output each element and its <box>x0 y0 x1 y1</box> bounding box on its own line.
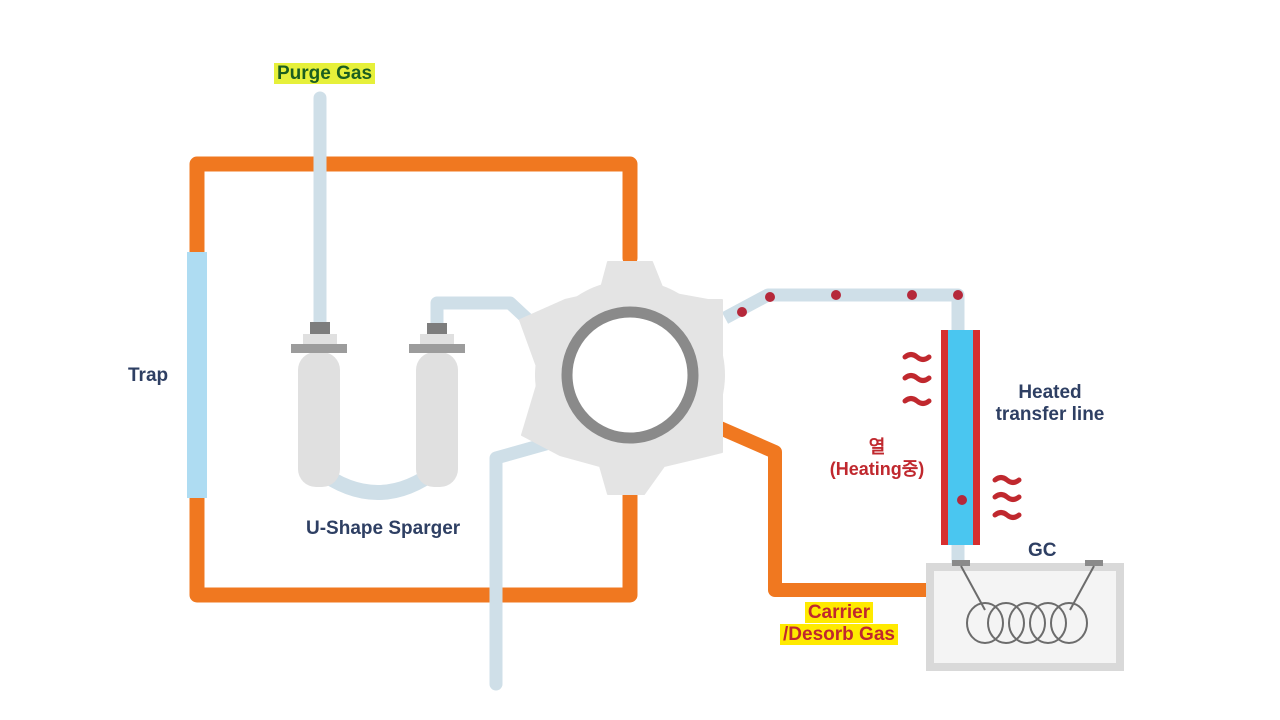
gc-oven-body <box>926 563 1124 671</box>
carrier-gas-text2: /Desorb Gas <box>780 624 898 645</box>
sparger-left-fitting <box>310 322 330 334</box>
gc-inlet-port <box>952 560 970 566</box>
sparger-left-tube <box>298 352 340 487</box>
gc-column-lead-out <box>1069 565 1095 611</box>
heat-kr-label: 열 <box>868 437 886 457</box>
gc-column-coil <box>966 602 1088 644</box>
heater-right <box>973 330 980 545</box>
heating-label: 열 (Heating중) <box>826 436 928 480</box>
sparger-right-neck <box>420 334 454 344</box>
purge-gas-text: Purge Gas <box>274 63 376 84</box>
valve-ring <box>561 306 699 444</box>
droplet <box>831 290 841 300</box>
u-shape-sparger-label: U-Shape Sparger <box>306 518 461 539</box>
u-shape-sparger <box>291 322 465 500</box>
carrier-gas-label-line2: /Desorb Gas <box>778 624 900 646</box>
heating-status-label: (Heating중) <box>829 459 925 479</box>
purge-gas-label: Purge Gas <box>274 63 376 85</box>
sparger-right-fitting <box>427 323 447 335</box>
droplet <box>737 307 747 317</box>
six-port-valve <box>519 261 725 495</box>
gc-outlet-port <box>1085 560 1103 566</box>
gc-label: GC <box>1028 540 1057 561</box>
carrier-gas-text1: Carrier <box>804 602 874 623</box>
droplet <box>765 292 775 302</box>
carrier-gas-label: Carrier /Desorb Gas <box>778 602 900 646</box>
carrier-gas-label-line1: Carrier <box>778 602 900 624</box>
trap-tube-fill <box>187 252 207 498</box>
heater-left <box>941 330 948 545</box>
transfer-line-core <box>948 330 973 545</box>
sparger-right-tube <box>416 352 458 487</box>
gc-oven <box>926 560 1124 671</box>
transfer-line-tube <box>721 288 965 564</box>
sparger-left-cap <box>291 344 347 353</box>
heated-transfer-line-label: Heated transfer line <box>991 382 1109 426</box>
heated-transfer-line-label-line2: transfer line <box>995 404 1105 425</box>
heated-transfer-line-label-line1: Heated <box>1018 382 1082 403</box>
vent-tube <box>489 433 567 691</box>
droplet <box>957 495 967 505</box>
droplet <box>953 290 963 300</box>
droplet <box>907 290 917 300</box>
analyte-droplets <box>737 290 967 505</box>
heated-transfer-line <box>941 330 980 545</box>
sparger-right-cap <box>409 344 465 353</box>
sparger-left-neck <box>303 334 337 344</box>
trap-label: Trap <box>128 365 169 386</box>
carrier-gas-line <box>717 421 930 597</box>
heat-wave-icon <box>902 352 1022 520</box>
